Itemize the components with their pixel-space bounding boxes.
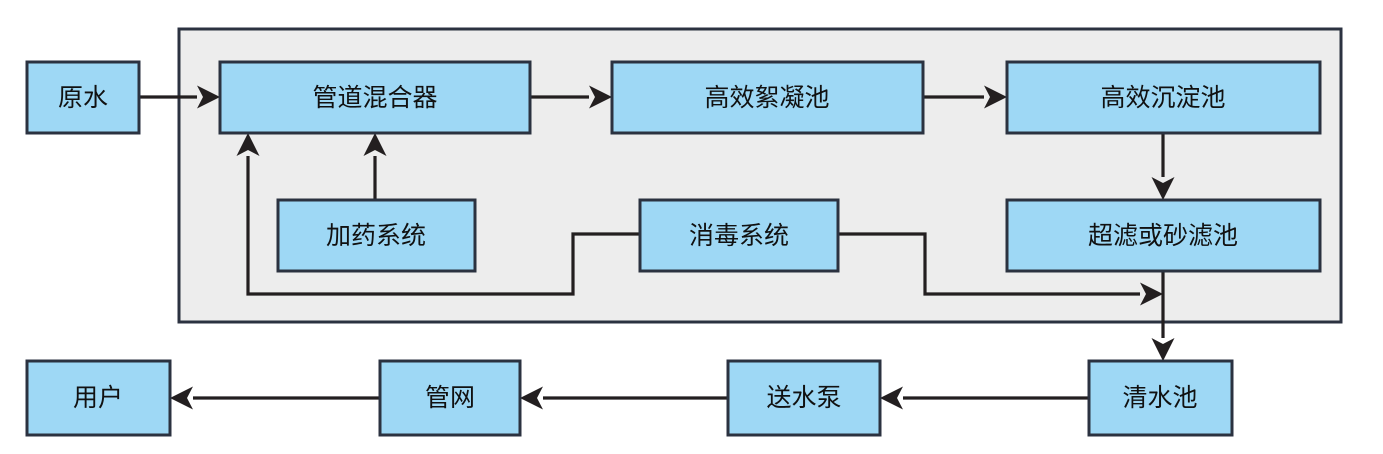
edge-pipe-network-to-user — [170, 386, 380, 410]
node-label-flocculation-tank: 高效絮凝池 — [704, 83, 829, 112]
edge-water-pump-to-pipe-network — [520, 386, 728, 410]
node-label-clear-water-tank: 清水池 — [1122, 383, 1197, 412]
node-label-filtration-tank: 超滤或砂滤池 — [1088, 221, 1238, 250]
node-user[interactable]: 用户 — [25, 359, 172, 437]
edge-disinfection-to-outlet — [838, 232, 1163, 306]
node-label-user: 用户 — [73, 383, 123, 412]
node-sedimentation-tank[interactable]: 高效沉淀池 — [1005, 60, 1322, 135]
edge-sedimentation-to-filtration — [1151, 133, 1175, 200]
node-pipe-mixer[interactable]: 管道混合器 — [218, 60, 532, 135]
node-disinfection-system[interactable]: 消毒系统 — [638, 198, 840, 273]
edge-clear-water-tank-to-water-pump — [880, 386, 1089, 410]
node-label-disinfection-system: 消毒系统 — [689, 221, 789, 250]
node-pipe-network[interactable]: 管网 — [378, 359, 522, 437]
edge-raw-water-to-pipe-mixer — [139, 85, 220, 109]
edge-flocculation-to-sedimentation — [923, 85, 1007, 109]
edge-dosing-to-pipe-mixer — [363, 133, 387, 200]
node-clear-water-tank[interactable]: 清水池 — [1087, 359, 1234, 437]
node-label-sedimentation-tank: 高效沉淀池 — [1100, 83, 1225, 112]
edge-filtration-to-clear-water-tank — [1151, 271, 1175, 361]
node-label-pipe-network: 管网 — [425, 383, 475, 412]
node-label-dosing-system: 加药系统 — [326, 221, 426, 250]
node-raw-water[interactable]: 原水 — [25, 60, 141, 135]
node-flocculation-tank[interactable]: 高效絮凝池 — [610, 60, 925, 135]
node-label-water-pump: 送水泵 — [766, 383, 841, 412]
node-dosing-system[interactable]: 加药系统 — [276, 198, 477, 273]
node-label-raw-water: 原水 — [58, 83, 108, 112]
node-water-pump[interactable]: 送水泵 — [726, 359, 882, 437]
node-filtration-tank[interactable]: 超滤或砂滤池 — [1005, 198, 1322, 273]
node-label-pipe-mixer: 管道混合器 — [312, 83, 437, 112]
edge-disinfection-to-pipe-mixer — [236, 133, 640, 296]
edge-pipe-mixer-to-flocculation — [530, 85, 612, 109]
